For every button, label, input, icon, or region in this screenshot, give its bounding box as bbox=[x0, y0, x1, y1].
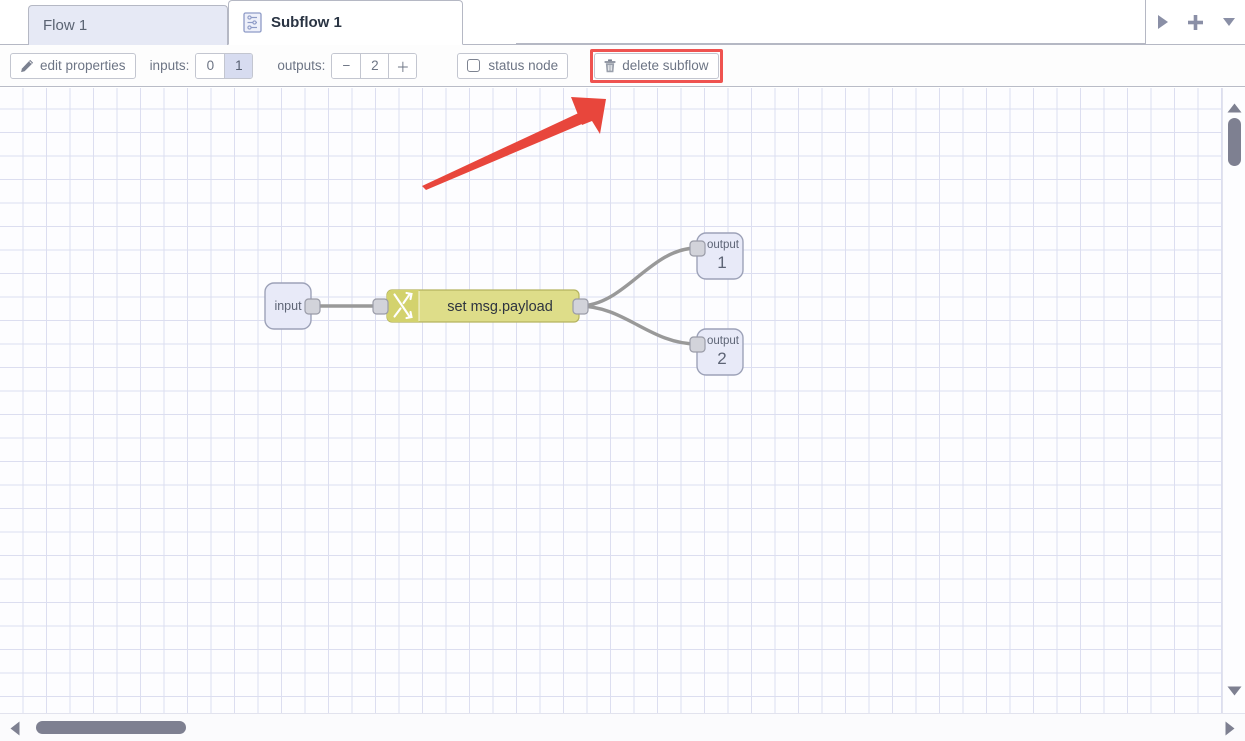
output-1-number: 1 bbox=[717, 253, 726, 272]
output-2-label: output bbox=[707, 335, 740, 347]
tab-bar-controls bbox=[1145, 0, 1245, 44]
edit-properties-label: edit properties bbox=[40, 58, 126, 73]
outputs-value: 2 bbox=[360, 53, 389, 78]
tab-flow-1-label: Flow 1 bbox=[43, 17, 88, 34]
change-node-label: set msg.payload bbox=[447, 299, 553, 315]
output-1-port bbox=[689, 240, 706, 257]
vertical-scrollbar[interactable] bbox=[1222, 88, 1245, 713]
delete-subflow-label: delete subflow bbox=[622, 58, 709, 73]
trash-icon bbox=[604, 58, 616, 73]
output-2-port bbox=[689, 336, 706, 353]
scroll-right-arrow[interactable] bbox=[1225, 721, 1235, 741]
node-subflow-output-2[interactable]: output 2 bbox=[689, 328, 744, 376]
annotation-arrow bbox=[422, 97, 606, 190]
node-subflow-input[interactable]: input bbox=[264, 282, 321, 330]
subflow-toolbar: edit properties inputs: 0 1 outputs: − 2… bbox=[0, 45, 1245, 87]
status-node-toggle[interactable]: status node bbox=[457, 52, 569, 79]
scroll-up-arrow[interactable] bbox=[1227, 100, 1242, 118]
flow-canvas[interactable]: input set msg.payload bbox=[0, 88, 1222, 713]
tab-subflow-1[interactable]: Subflow 1 bbox=[228, 0, 463, 45]
output-2-number: 2 bbox=[717, 349, 726, 368]
canvas-svg: input set msg.payload bbox=[264, 97, 744, 376]
node-change[interactable]: set msg.payload bbox=[372, 289, 589, 323]
change-node-input-port bbox=[372, 298, 389, 315]
edit-properties-button[interactable]: edit properties bbox=[10, 52, 136, 79]
input-node-label: input bbox=[274, 299, 302, 313]
delete-subflow-highlight: delete subflow bbox=[590, 48, 723, 83]
outputs-stepper: − 2 ＋ bbox=[331, 52, 418, 79]
input-node-port bbox=[304, 298, 321, 315]
add-tab-icon[interactable] bbox=[1183, 9, 1209, 35]
scroll-left-arrow[interactable] bbox=[10, 721, 20, 741]
tab-bar-empty-space bbox=[516, 0, 1145, 44]
shuffle-icon bbox=[393, 291, 413, 320]
horizontal-scrollbar-thumb[interactable] bbox=[36, 721, 186, 734]
status-node-label: status node bbox=[488, 58, 559, 73]
change-node-output-port bbox=[572, 298, 589, 315]
deploy-arrow-icon[interactable] bbox=[1150, 9, 1176, 35]
node-subflow-output-1[interactable]: output 1 bbox=[689, 232, 744, 280]
tab-subflow-1-label: Subflow 1 bbox=[271, 14, 342, 31]
horizontal-scrollbar[interactable] bbox=[0, 713, 1245, 741]
tab-flow-1[interactable]: Flow 1 bbox=[28, 5, 228, 45]
inputs-label: inputs: bbox=[149, 58, 190, 73]
vertical-scrollbar-thumb[interactable] bbox=[1228, 118, 1241, 166]
inputs-option-0[interactable]: 0 bbox=[196, 53, 225, 78]
scroll-down-arrow[interactable] bbox=[1227, 683, 1242, 701]
tab-list: Flow 1 Subflow 1 bbox=[0, 0, 463, 45]
inputs-selector: 0 1 bbox=[195, 52, 254, 79]
wire-change-to-output2[interactable] bbox=[577, 304, 699, 346]
pencil-icon bbox=[20, 59, 34, 73]
subflow-icon bbox=[243, 12, 262, 33]
outputs-increment-button[interactable]: ＋ bbox=[388, 53, 417, 78]
wire-change-to-output1[interactable] bbox=[577, 246, 699, 308]
inputs-option-1[interactable]: 1 bbox=[224, 53, 253, 78]
outputs-decrement-button[interactable]: − bbox=[332, 53, 361, 78]
outputs-label: outputs: bbox=[277, 58, 326, 73]
delete-subflow-button[interactable]: delete subflow bbox=[594, 52, 719, 79]
output-1-label: output bbox=[707, 239, 740, 251]
tab-bar: Flow 1 Subflow 1 bbox=[0, 0, 1245, 45]
status-node-checkbox[interactable] bbox=[467, 59, 481, 72]
chevron-down-icon[interactable] bbox=[1216, 9, 1242, 35]
